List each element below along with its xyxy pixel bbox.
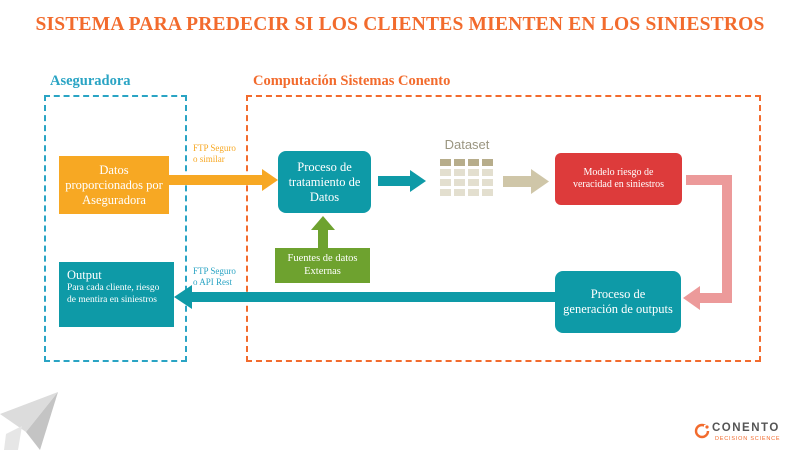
dataset-title: Dataset xyxy=(444,137,490,152)
ftp-in-label-line1: FTP Seguro xyxy=(193,143,236,153)
ftp-out-label: FTP Seguro o API Rest xyxy=(193,266,236,288)
computation-section-title: Computación Sistemas Conento xyxy=(253,73,451,89)
to-outputs-arrow xyxy=(683,175,732,310)
computation-section xyxy=(246,95,761,362)
insurer-section xyxy=(44,95,187,362)
input-data-label: Datos proporcionados por Aseguradora xyxy=(65,162,163,207)
ftp-in-label-line2: o similar xyxy=(193,154,225,164)
input-arrow xyxy=(168,169,278,191)
model-label: Modelo riesgo de veracidad en siniestros xyxy=(572,166,665,191)
paper-plane-icon xyxy=(0,392,58,450)
output-title: Output xyxy=(67,268,102,282)
to-dataset-arrow xyxy=(378,170,426,192)
model-box: Modelo riesgo de veracidad en siniestros xyxy=(555,153,682,205)
to-model-arrow xyxy=(503,169,549,194)
outputs-process-label: Proceso de generación de outputs xyxy=(563,287,673,316)
input-data-box: Datos proporcionados por Aseguradora xyxy=(59,156,169,214)
processing-box: Proceso de tratamiento de Datos xyxy=(278,151,371,213)
external-sources-box: Fuentes de datos Externas xyxy=(275,248,370,283)
conento-logo: CONENTO DECISION SCIENCE xyxy=(694,421,794,445)
output-description: Para cada cliente, riesgo de mentira en … xyxy=(67,283,160,305)
external-sources-arrow xyxy=(311,216,335,248)
page-title: SISTEMA PARA PREDECIR SI LOS CLIENTES MI… xyxy=(35,14,765,35)
insurer-section-title: Aseguradora xyxy=(50,73,131,89)
output-box: Output Para cada cliente, riesgo de ment… xyxy=(59,262,174,327)
output-arrow xyxy=(174,285,556,309)
ftp-out-label-line1: FTP Seguro xyxy=(193,266,236,276)
logo-mark-icon xyxy=(694,423,710,439)
outputs-process-box: Proceso de generación de outputs xyxy=(555,271,681,333)
logo-name: CONENTO xyxy=(712,422,780,434)
dataset-grid-icon xyxy=(440,159,493,196)
ftp-out-label-line2: o API Rest xyxy=(193,277,233,287)
logo-tagline: DECISION SCIENCE xyxy=(715,436,781,442)
ftp-in-label: FTP Seguro o similar xyxy=(193,143,236,165)
processing-label: Proceso de tratamiento de Datos xyxy=(288,159,361,204)
external-sources-label: Fuentes de datos Externas xyxy=(287,253,358,277)
